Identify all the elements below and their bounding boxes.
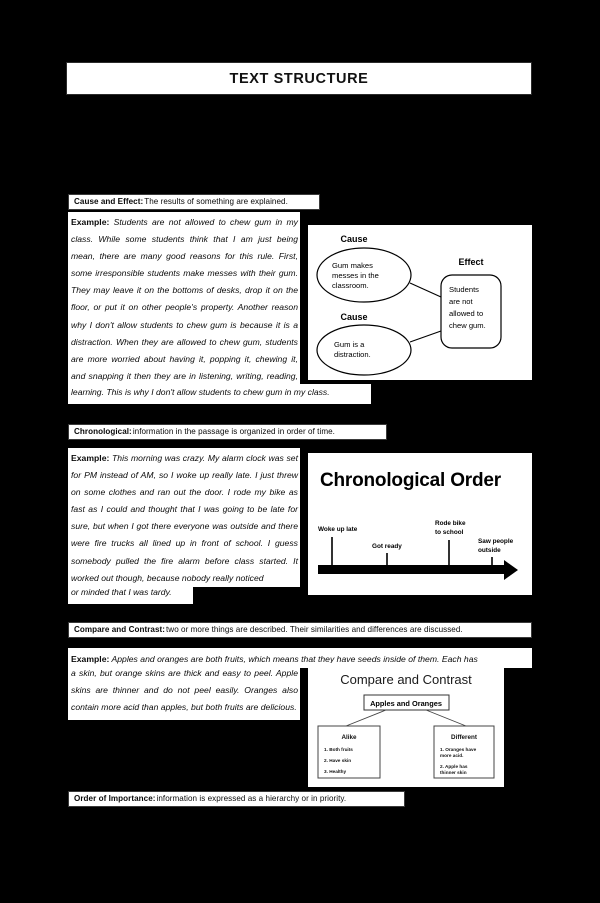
event-4-label-line2: outside: [478, 547, 501, 554]
timeline-arrow: [318, 560, 518, 580]
definition-band-cause-and-effect: Cause and Effect:The results of somethin…: [68, 194, 320, 210]
effect-text-line1: Students: [449, 285, 479, 294]
cause-text-2-line1: Gum is a: [334, 340, 365, 349]
cause-label-1: Cause: [340, 234, 367, 244]
example-text-chronological-tail: or minded that I was tardy.: [68, 584, 193, 605]
example-label: Example:: [71, 217, 110, 227]
alike-item-3: 3. Healthy: [324, 769, 347, 774]
event-3-label-line1: Rode bike: [435, 520, 466, 527]
definition-compare-and-contrast: two or more things are described. Their …: [166, 625, 463, 635]
alike-item-2: 2. Have skin: [324, 758, 351, 763]
different-item-1-line2: more acid.: [440, 753, 463, 758]
compare-diagram-title: Compare and Contrast: [340, 672, 472, 687]
chronological-order-diagram: Chronological Order Woke up late Got rea…: [308, 453, 532, 595]
event-2-label: Got ready: [372, 543, 402, 550]
different-title: Different: [451, 734, 478, 741]
event-4-label-line1: Saw people: [478, 538, 514, 545]
connector-root-alike: [345, 709, 387, 727]
event-3-label-line2: to school: [435, 529, 464, 536]
example-tail-line: or minded that I was tardy.: [71, 587, 172, 597]
definition-band-chronological: Chronological: information in the passag…: [68, 424, 387, 440]
connector-root-different: [425, 709, 467, 727]
example-label: Example:: [71, 654, 110, 664]
definition-order-of-importance: information is expressed as a hierarchy …: [156, 794, 347, 804]
chronological-diagram-title: Chronological Order: [320, 470, 502, 491]
alike-box: [317, 725, 381, 779]
example-body: This morning was crazy. My alarm clock w…: [71, 453, 298, 583]
example-tail-line: learning. This is why I don't allow stud…: [71, 387, 330, 397]
example-body: a skin, but orange skins are thick and e…: [71, 668, 298, 713]
term-compare-and-contrast: Compare and Contrast:: [74, 625, 165, 635]
connector-cause1-effect: [409, 282, 442, 298]
different-item-1-line1: 1. Oranges have: [440, 747, 477, 752]
root-label: Apples and Oranges: [370, 699, 442, 708]
example-head-line: Apples and oranges are both fruits, whic…: [109, 654, 478, 664]
page-title: TEXT STRUCTURE: [229, 70, 369, 87]
event-1-label: Woke up late: [318, 526, 358, 533]
term-chronological: Chronological:: [74, 427, 132, 437]
compare-contrast-diagram: Compare and Contrast Apples and Oranges …: [308, 663, 504, 787]
example-text-cause-and-effect-tail: learning. This is why I don't allow stud…: [68, 384, 371, 405]
definition-band-order-of-importance: Order of Importance: information is expr…: [68, 791, 405, 807]
cause-effect-diagram: Cause Gum makes messes in the classroom.…: [308, 225, 532, 380]
cause-text-1-line1: Gum makes: [332, 261, 373, 270]
example-text-chronological: Example: This morning was crazy. My alar…: [68, 448, 300, 587]
example-text-compare-and-contrast: a skin, but orange skins are thick and e…: [68, 665, 300, 721]
different-item-2-line2: thinner skin: [440, 770, 467, 775]
alike-item-1: 1. Both fruits: [324, 747, 353, 752]
document-title-bar: TEXT STRUCTURE: [66, 62, 532, 95]
term-cause-and-effect: Cause and Effect:: [74, 197, 144, 207]
cause-text-2-line2: distraction.: [334, 350, 371, 359]
root-box: [363, 694, 450, 711]
alike-title: Alike: [341, 734, 357, 741]
different-box: [433, 725, 495, 779]
cause-text-1-line2: messes in the: [332, 271, 379, 280]
effect-text-line4: chew gum.: [449, 321, 486, 330]
effect-text-line2: are not: [449, 297, 474, 306]
example-label: Example:: [71, 453, 110, 463]
example-body: Students are not allowed to chew gum in …: [71, 217, 298, 398]
term-order-of-importance: Order of Importance:: [74, 794, 156, 804]
effect-box: [440, 274, 502, 349]
definition-chronological: information in the passage is organized …: [132, 427, 335, 437]
definition-cause-and-effect: The results of something are explained.: [144, 197, 288, 207]
effect-text-line3: allowed to: [449, 309, 483, 318]
different-item-2-line1: 2. Apple has: [440, 764, 468, 769]
example-text-cause-and-effect: Example: Students are not allowed to che…: [68, 212, 300, 403]
effect-label: Effect: [458, 257, 483, 267]
cause-text-1-line3: classroom.: [332, 281, 369, 290]
cause-label-2: Cause: [340, 312, 367, 322]
connector-cause2-effect: [409, 330, 442, 343]
cause-ellipse-1: [316, 247, 412, 303]
definition-band-compare-and-contrast: Compare and Contrast: two or more things…: [68, 622, 532, 638]
cause-ellipse-2: [316, 324, 412, 376]
